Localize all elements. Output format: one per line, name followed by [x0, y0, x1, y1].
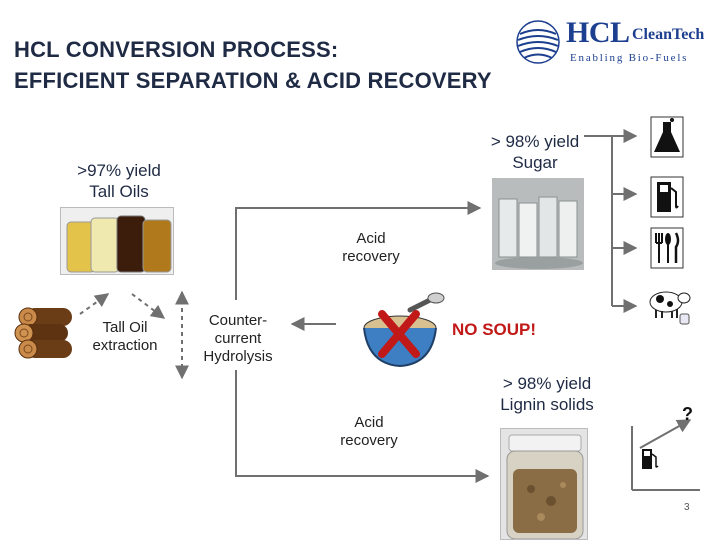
question-mark: ? [682, 404, 693, 424]
lignin-question-arrow [639, 419, 692, 449]
hydrolysis-line2: current [214, 330, 262, 347]
acid-recovery-top-line1: Acid [356, 230, 386, 247]
sugar-photo [492, 178, 584, 270]
hydrolysis-label: Counter- current Hydrolysis [190, 312, 286, 366]
extraction-to-hydrolysis-arrow [131, 293, 166, 319]
acid-recovery-top-line2: recovery [342, 248, 400, 265]
tall-oil-extraction-line2: extraction [92, 337, 158, 354]
tall-oils-photo [60, 207, 174, 275]
sugar-flow-line [235, 201, 482, 300]
logo-tagline: Enabling Bio-Fuels [570, 52, 689, 64]
logo-brand-suffix: CleanTech [632, 26, 705, 43]
soup-bowl-no-icon [360, 292, 446, 372]
wood-logs-icon [12, 302, 74, 360]
sugar-yield-value: > 98% yield [490, 132, 580, 151]
sugar-yield-product: Sugar [512, 153, 558, 172]
chemical-flask-icon [650, 116, 684, 158]
cow-icon [646, 284, 692, 326]
tall-oil-extraction-label: Tall Oil extraction [80, 319, 170, 355]
oils-yield-label: >97% yield Tall Oils [44, 160, 194, 202]
lignin-yield-product: Lignin solids [500, 395, 594, 414]
sugar-yield-label: > 98% yield Sugar [460, 131, 610, 173]
lignin-yield-label: > 98% yield Lignin solids [472, 373, 622, 415]
lignin-yield-value: > 98% yield [502, 374, 592, 393]
oils-yield-value: >97% yield [77, 161, 161, 180]
no-soup-label: NO SOUP! [452, 320, 537, 339]
fuel-pump-small-icon [642, 449, 659, 469]
acid-recovery-bottom-line1: Acid [354, 414, 384, 431]
slide-title: HCL CONVERSION PROCESS: EFFICIENT SEPARA… [14, 34, 654, 96]
page-number: 3 [684, 502, 690, 513]
lignin-jar-photo [500, 428, 588, 540]
acid-recovery-bottom-label: Acid recovery [324, 414, 414, 450]
logo-brand: HCL [566, 16, 630, 49]
slide-title-line1: HCL CONVERSION PROCESS: [14, 37, 339, 62]
red-x-icon [378, 310, 420, 358]
globe-logo-icon [516, 20, 560, 64]
hydrolysis-line3: Hydrolysis [203, 348, 273, 365]
tall-oil-extraction-line1: Tall Oil [102, 319, 148, 336]
acid-recovery-top-label: Acid recovery [326, 230, 416, 266]
slide-title-line2: EFFICIENT SEPARATION & ACID RECOVERY [14, 68, 492, 93]
lignin-flow-line [235, 370, 490, 483]
hcl-cleantech-logo: HCL CleanTech Enabling Bio-Fuels [512, 14, 708, 70]
oils-yield-product: Tall Oils [89, 182, 149, 201]
utensils-icon [650, 227, 684, 269]
hydrolysis-line1: Counter- [208, 312, 268, 329]
logs-to-extraction-arrow [79, 293, 110, 315]
fuel-pump-icon [650, 176, 684, 218]
acid-recovery-bottom-line2: recovery [340, 432, 398, 449]
